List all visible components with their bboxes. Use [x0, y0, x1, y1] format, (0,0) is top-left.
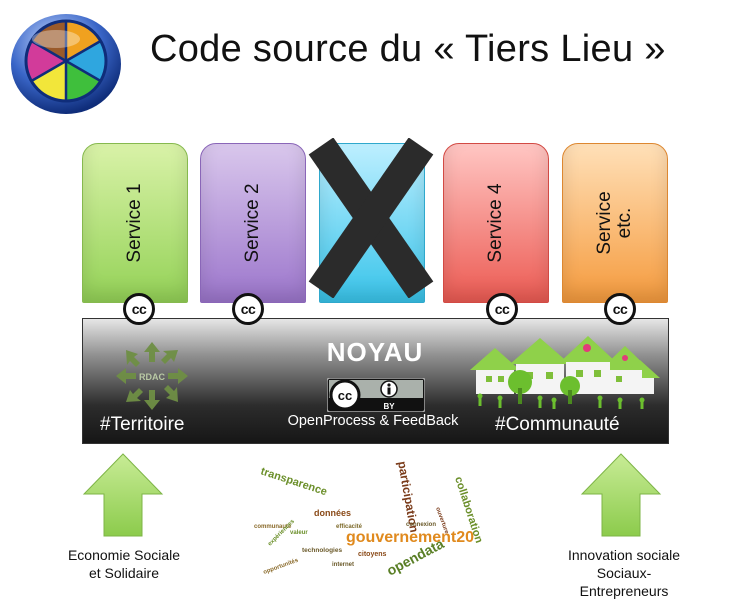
wheel-logo-icon: [11, 14, 121, 114]
service-1-block: Service 1: [82, 143, 188, 303]
cc-badge-icon: cc: [123, 293, 155, 325]
rdac-logo-icon: RDAC: [116, 342, 188, 410]
cc-badge-text: cc: [612, 301, 628, 317]
service-4-block: Service 4: [443, 143, 549, 303]
cc-badge-icon: cc: [486, 293, 518, 325]
word-internet: internet: [332, 562, 354, 568]
page-title: Code source du « Tiers Lieu »: [150, 28, 666, 70]
word-cloud: transparence participation collaboration…: [254, 460, 485, 579]
community-village-icon: [470, 336, 660, 409]
cc-badge-icon: cc: [232, 293, 264, 325]
service-2-label: Service 2: [242, 183, 264, 263]
word-opportunites: opportunités: [263, 557, 300, 575]
rdac-logo-text: RDAC: [139, 372, 165, 382]
service-4-label: Service 4: [485, 183, 507, 263]
word-communaute: communauté: [254, 524, 292, 530]
territoire-tag: #Territoire: [100, 414, 185, 435]
service-etc-block: Service etc.: [562, 143, 668, 303]
cc-badge-text: cc: [240, 301, 256, 317]
cross-x-icon: [308, 138, 434, 298]
cc-badge-text: cc: [131, 301, 147, 317]
up-arrow-right-icon: [580, 453, 662, 537]
service-2-block: Service 2: [200, 143, 306, 303]
word-efficacite: efficacité: [336, 524, 363, 530]
word-connexion: connexion: [406, 522, 436, 528]
svg-text:cc: cc: [338, 388, 352, 403]
word-transparence: transparence: [259, 465, 328, 498]
core-title: NOYAU: [326, 337, 424, 367]
word-valeur: valeur: [290, 530, 308, 536]
service-etc-label: Service etc.: [594, 191, 635, 255]
openprocess-caption: OpenProcess & FeedBack: [287, 413, 459, 429]
service-1-label: Service 1: [124, 183, 146, 263]
cc-badge-icon: cc: [604, 293, 636, 325]
communaute-tag: #Communauté: [495, 414, 620, 435]
word-citoyens: citoyens: [358, 551, 387, 558]
up-arrow-left-icon: [82, 453, 164, 537]
word-gouvernement20: gouvernement20: [346, 529, 474, 546]
cc-badge-text: cc: [494, 301, 510, 317]
word-donnees: données: [314, 508, 351, 518]
license-by-text: BY: [383, 402, 395, 411]
word-technologies: technologies: [302, 547, 342, 554]
cc-by-license-icon: cc BY: [327, 378, 425, 412]
